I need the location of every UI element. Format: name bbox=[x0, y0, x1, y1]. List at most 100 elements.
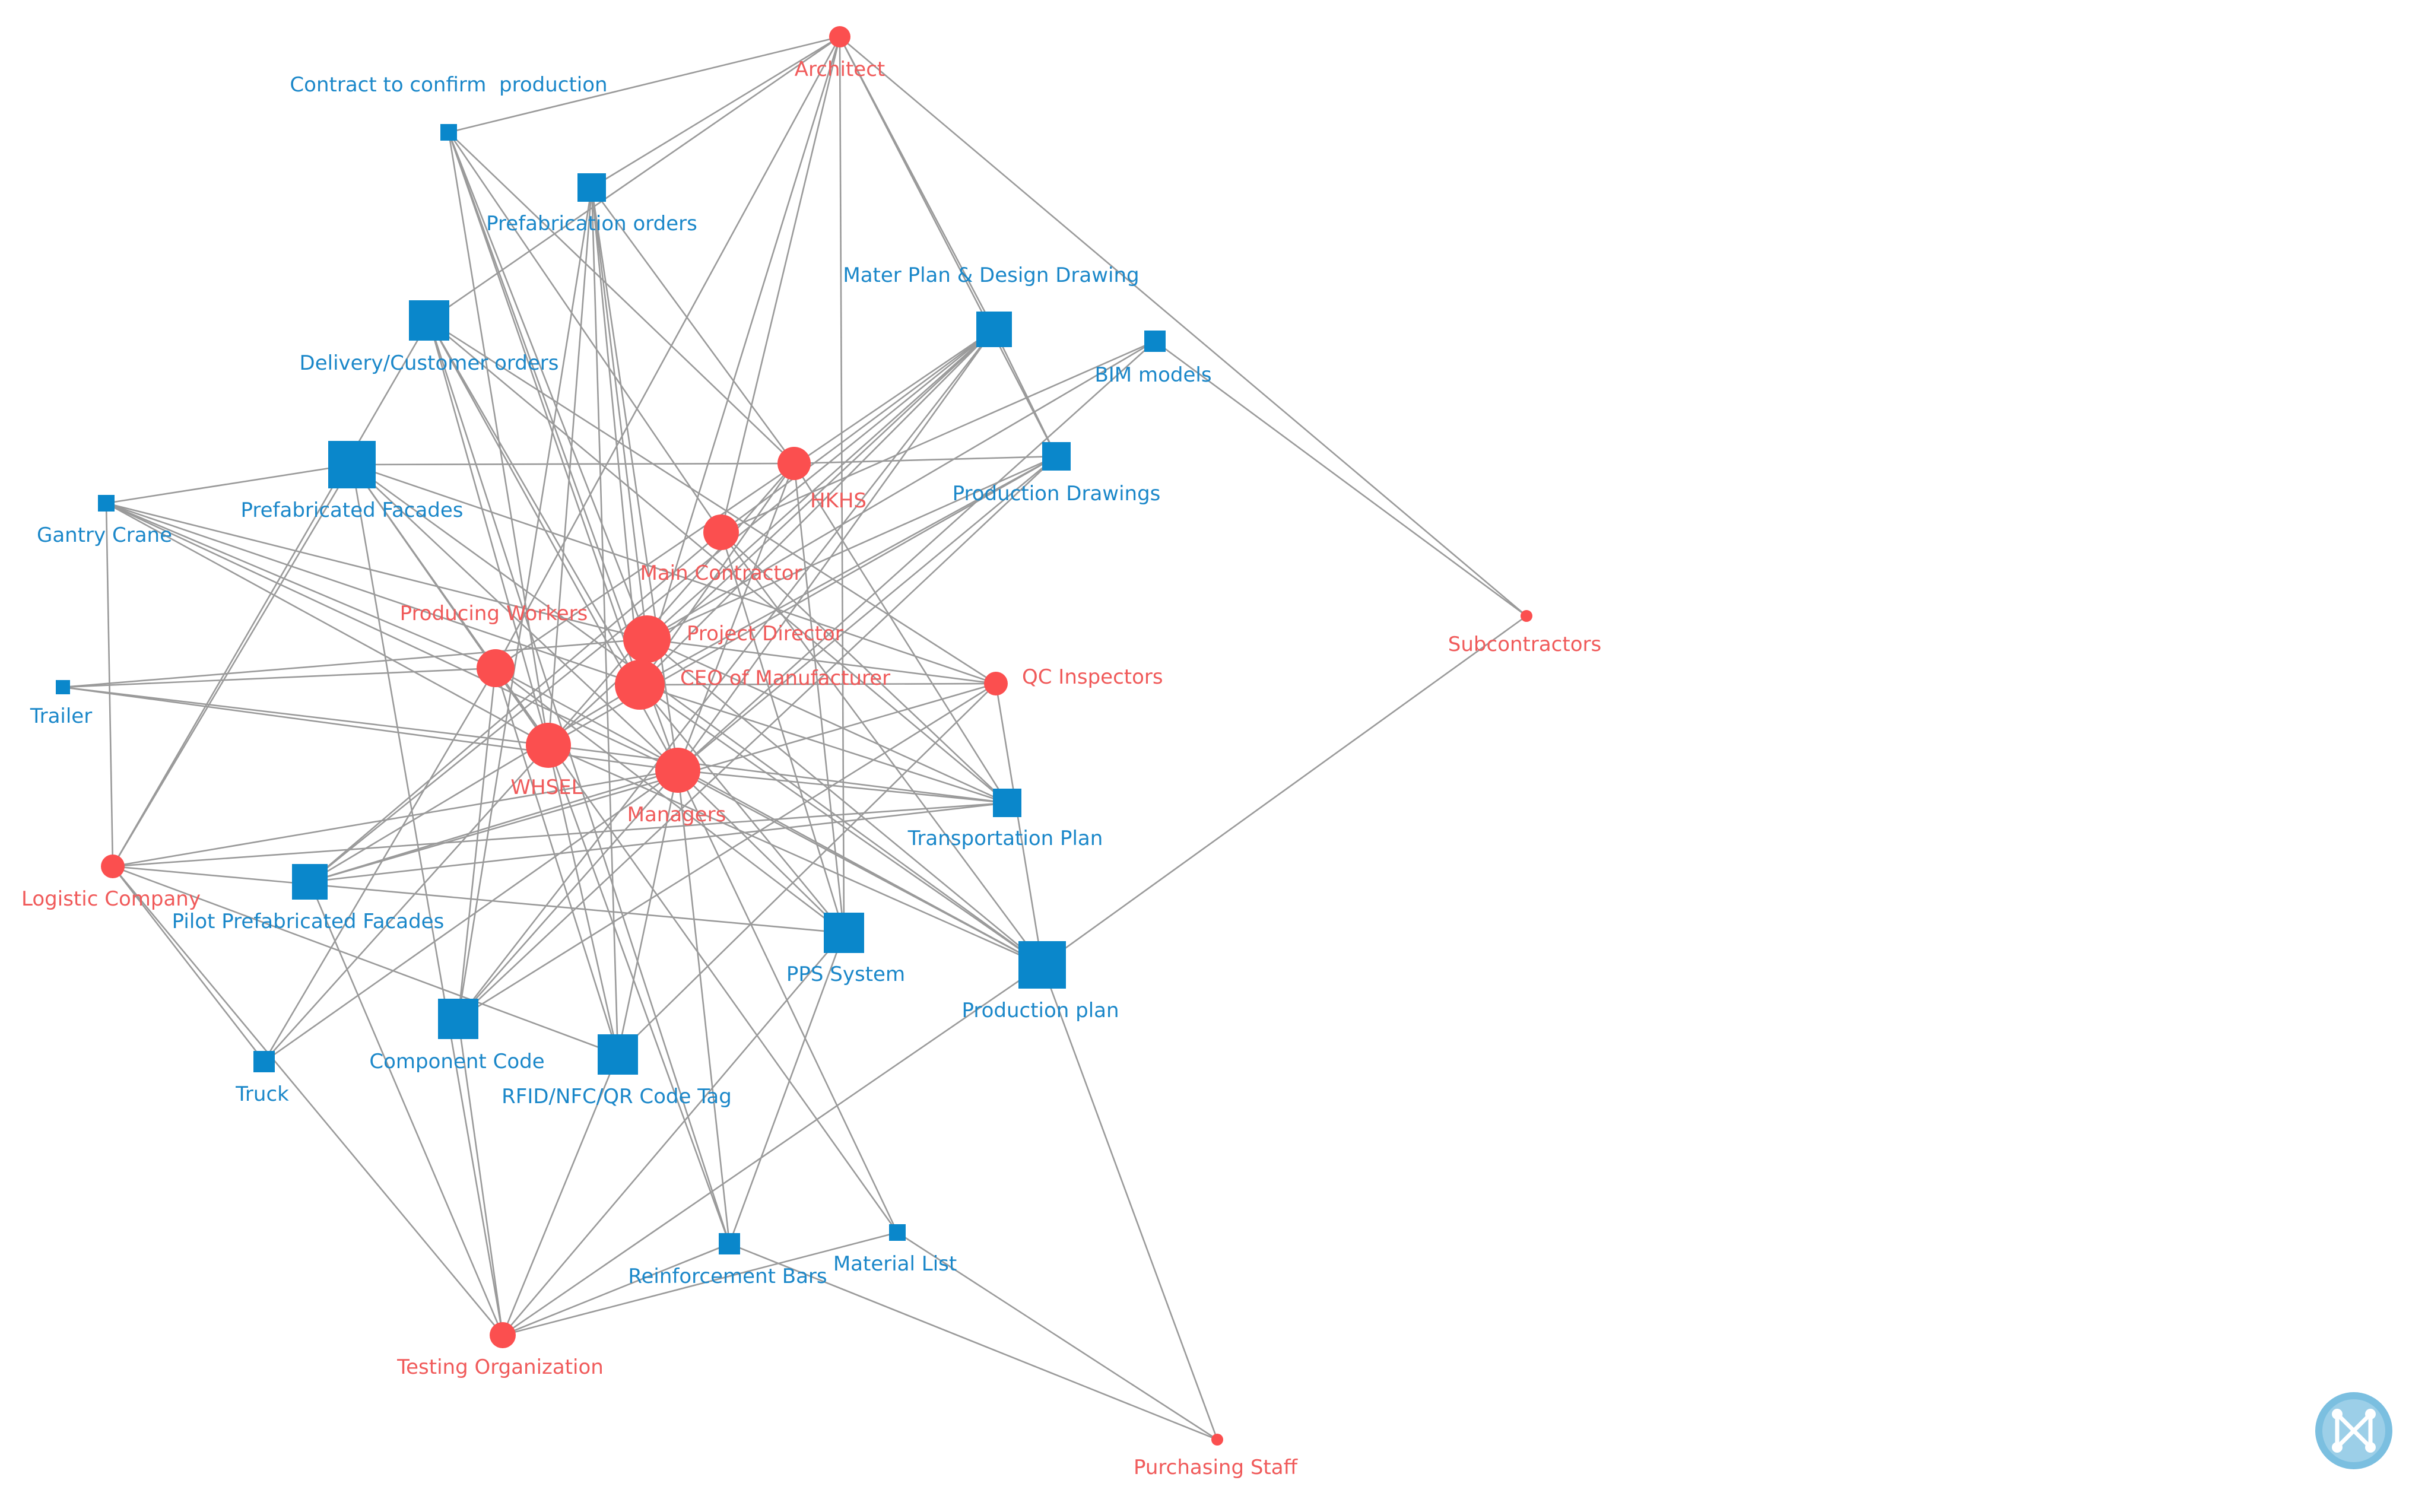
node-producing-workers[interactable] bbox=[477, 649, 515, 687]
edge-hkhs-prod_drawings bbox=[794, 455, 1057, 465]
edge-main_contractor-pps bbox=[720, 532, 845, 933]
edge-managers-component_code bbox=[458, 770, 678, 1019]
edges-layer bbox=[62, 36, 1527, 1441]
node-prefab-facades[interactable] bbox=[328, 441, 376, 488]
label-producing-workers: Producing Workers bbox=[400, 602, 588, 625]
node-project-director[interactable] bbox=[623, 615, 671, 663]
edge-prefab_facades-gantry bbox=[106, 463, 353, 504]
node-purchasing[interactable] bbox=[1211, 1434, 1223, 1446]
node-mater-plan[interactable] bbox=[976, 312, 1012, 347]
node-ceo[interactable] bbox=[615, 660, 665, 710]
edge-contract-project_director bbox=[447, 132, 648, 640]
edge-material_list-testing bbox=[502, 1231, 898, 1336]
edge-project_director-transport_plan bbox=[646, 638, 1008, 804]
edge-prod_plan-purchasing bbox=[1041, 964, 1218, 1440]
node-subcontractors[interactable] bbox=[1521, 610, 1532, 622]
edge-project_director-qc bbox=[646, 638, 996, 685]
label-prod-plan: Production plan bbox=[961, 999, 1119, 1022]
edge-delivery-qc bbox=[429, 319, 996, 685]
label-prefab-facades: Prefabricated Facades bbox=[240, 498, 463, 522]
label-project-director: Project Director bbox=[687, 622, 843, 646]
edge-gantry-managers bbox=[106, 502, 678, 771]
edge-project_director-prod_plan bbox=[646, 638, 1043, 966]
edge-prefab_orders-component_code bbox=[457, 187, 593, 1019]
edge-ceo-pps bbox=[639, 684, 845, 933]
node-prod-drawings[interactable] bbox=[1042, 442, 1071, 471]
node-rebar[interactable] bbox=[719, 1233, 740, 1254]
edge-pps-testing bbox=[502, 932, 845, 1336]
label-hkhs: HKHS bbox=[810, 489, 867, 513]
edge-architect-subcontractors bbox=[839, 36, 1527, 617]
label-rebar: Reinforcement Bars bbox=[628, 1265, 827, 1288]
edge-gantry-ceo bbox=[106, 502, 640, 686]
node-component-code[interactable] bbox=[438, 999, 478, 1039]
edge-hkhs-managers bbox=[677, 463, 795, 771]
edge-pilot_facades-testing bbox=[309, 881, 504, 1336]
node-rfid[interactable] bbox=[598, 1034, 638, 1075]
node-prefab-orders[interactable] bbox=[577, 173, 606, 202]
label-pilot-facades: Pilot Prefabricated Facades bbox=[172, 910, 445, 933]
edge-producing_workers-pps bbox=[495, 667, 845, 934]
edge-main_contractor-transport_plan bbox=[721, 532, 1008, 803]
label-qc: QC Inspectors bbox=[1022, 665, 1163, 689]
node-logistic[interactable] bbox=[101, 855, 125, 878]
edge-material_list-purchasing bbox=[897, 1231, 1218, 1441]
node-contract[interactable] bbox=[440, 124, 457, 141]
edge-contract-main_contractor bbox=[447, 132, 722, 533]
node-testing[interactable] bbox=[490, 1322, 516, 1348]
edge-ceo-qc bbox=[639, 682, 996, 686]
node-material-list[interactable] bbox=[889, 1224, 906, 1241]
label-trailer: Trailer bbox=[30, 704, 92, 728]
label-rfid: RFID/NFC/QR Code Tag bbox=[502, 1085, 732, 1108]
node-whsel[interactable] bbox=[526, 723, 571, 768]
nodes-layer bbox=[56, 26, 1532, 1446]
node-pps[interactable] bbox=[824, 913, 864, 953]
edge-architect-ceo bbox=[639, 36, 841, 685]
edge-delivery-ceo bbox=[428, 320, 641, 685]
node-bim[interactable] bbox=[1144, 331, 1166, 352]
edge-architect-main_contractor bbox=[720, 36, 841, 533]
edge-managers-rebar bbox=[677, 770, 731, 1244]
edge-managers-material_list bbox=[677, 770, 899, 1233]
node-pilot-facades[interactable] bbox=[292, 864, 328, 900]
graph-tool-logo-icon[interactable] bbox=[2313, 1390, 2394, 1471]
node-trailer[interactable] bbox=[56, 680, 70, 694]
edge-whsel-rfid bbox=[547, 745, 619, 1055]
edge-logistic-truck bbox=[112, 866, 265, 1062]
label-ceo: CEO of Manufacturer bbox=[680, 666, 890, 690]
label-gantry: Gantry Crane bbox=[37, 523, 172, 547]
edge-delivery-whsel bbox=[428, 320, 550, 746]
node-architect[interactable] bbox=[829, 26, 850, 47]
edge-managers-logistic bbox=[112, 769, 678, 868]
node-qc[interactable] bbox=[984, 672, 1008, 695]
node-delivery[interactable] bbox=[409, 300, 449, 341]
label-main-contractor: Main Contractor bbox=[640, 561, 802, 585]
node-main-contractor[interactable] bbox=[703, 514, 739, 550]
node-hkhs[interactable] bbox=[777, 447, 811, 480]
edge-hkhs-transport_plan bbox=[793, 463, 1008, 803]
edge-architect-prefab_orders bbox=[591, 36, 840, 189]
edge-prod_plan-testing bbox=[502, 964, 1043, 1336]
edge-prefab_facades-producing_workers bbox=[351, 464, 497, 669]
edge-prefab_facades-qc bbox=[351, 463, 996, 685]
node-transport-plan[interactable] bbox=[993, 789, 1021, 817]
edge-logistic-testing bbox=[112, 866, 503, 1336]
edge-project_director-trailer bbox=[62, 638, 648, 688]
edge-qc-component_code bbox=[458, 682, 996, 1020]
edge-transport_plan-logistic bbox=[112, 802, 1008, 868]
label-material-list: Material List bbox=[833, 1252, 957, 1276]
edge-architect-contract bbox=[448, 36, 840, 134]
edge-hkhs-pps bbox=[793, 463, 845, 933]
edge-logistic-rfid bbox=[112, 865, 618, 1056]
node-gantry[interactable] bbox=[98, 495, 115, 512]
node-truck[interactable] bbox=[253, 1051, 275, 1072]
node-prod-plan[interactable] bbox=[1018, 941, 1066, 989]
label-bim: BIM models bbox=[1094, 363, 1211, 387]
label-whsel: WHSEL bbox=[510, 776, 582, 799]
node-managers[interactable] bbox=[655, 748, 700, 793]
edge-ceo-transport_plan bbox=[639, 684, 1008, 804]
edge-prefab_orders-hkhs bbox=[591, 187, 795, 464]
edge-prod_drawings-project_director bbox=[646, 455, 1057, 640]
edge-subcontractors-prod_plan bbox=[1042, 615, 1527, 966]
edge-qc-rfid bbox=[617, 683, 996, 1055]
